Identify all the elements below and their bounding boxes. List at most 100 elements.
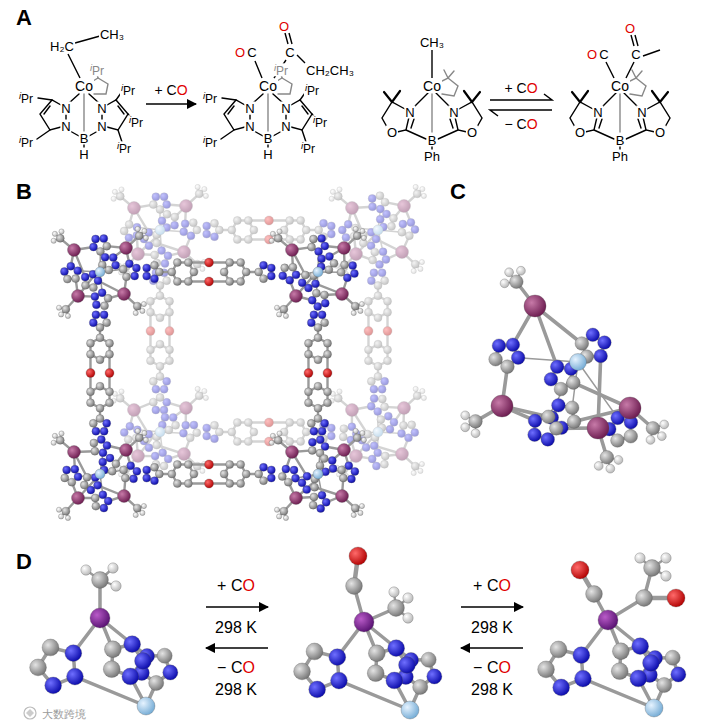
atom-ball xyxy=(321,242,329,250)
atom-ball xyxy=(126,422,134,430)
atom-ball xyxy=(345,462,353,470)
atom-ball xyxy=(135,434,143,442)
atom-ball xyxy=(195,184,200,189)
text-char: − xyxy=(473,659,482,676)
atom-ball xyxy=(203,222,211,230)
atom-ball xyxy=(184,480,192,488)
atom-ball xyxy=(56,234,64,242)
atom-ball xyxy=(403,593,413,603)
atom-ball xyxy=(349,547,367,565)
text-char: + xyxy=(504,80,512,96)
atom-ball xyxy=(166,357,174,365)
text-prefix: i xyxy=(19,134,21,145)
atom-ball xyxy=(56,507,61,512)
atom-ball xyxy=(384,308,392,316)
atom-ball xyxy=(384,346,392,354)
text-char: C xyxy=(487,659,499,676)
atom-ball xyxy=(340,425,348,433)
atom-ball xyxy=(308,438,316,446)
atom-ball xyxy=(501,360,515,374)
atom-ball xyxy=(143,437,148,442)
atom-ball xyxy=(62,507,70,515)
atom-ball xyxy=(528,414,542,428)
atom-ball xyxy=(368,203,376,211)
atom-label: C xyxy=(284,46,295,59)
atom-ball xyxy=(233,418,241,426)
atom-ball xyxy=(156,314,164,322)
atom-ball xyxy=(376,261,384,269)
atom-ball xyxy=(173,258,181,266)
atom-ball xyxy=(205,277,214,286)
atom-ball xyxy=(56,436,64,444)
atom-ball xyxy=(304,399,312,407)
atom-ball xyxy=(398,200,411,213)
atom-ball xyxy=(125,260,133,268)
substituent-label: iPr xyxy=(312,115,328,128)
atom-ball xyxy=(491,395,513,417)
atom-ball xyxy=(353,226,358,231)
atom-ball xyxy=(351,504,359,512)
atom-ball xyxy=(565,401,579,415)
atom-ball xyxy=(405,232,413,240)
atom-ball xyxy=(105,369,114,378)
text-char xyxy=(226,659,230,676)
atom-ball xyxy=(244,418,252,426)
atom-ball xyxy=(164,252,172,260)
atom-ball xyxy=(95,267,105,277)
text-rest: Pr xyxy=(205,92,217,106)
atom-ball xyxy=(370,385,378,393)
atom-ball xyxy=(550,641,567,658)
atom-ball xyxy=(505,268,514,277)
atom-ball xyxy=(190,268,198,276)
atom-ball xyxy=(419,259,424,264)
atom-ball xyxy=(318,234,326,242)
atom-ball xyxy=(67,668,84,685)
atom-ball xyxy=(274,305,279,310)
atom-ball xyxy=(119,187,124,192)
atom-ball xyxy=(338,444,351,457)
atom-ball xyxy=(179,429,187,437)
atom-ball xyxy=(598,336,612,350)
atom-ball xyxy=(100,427,108,435)
atom-ball xyxy=(96,382,104,390)
temperature-label: 298 K xyxy=(214,682,258,698)
atom-ball xyxy=(325,266,333,274)
atom-ball xyxy=(411,268,416,273)
atom-ball xyxy=(364,308,372,316)
atom-ball xyxy=(158,217,166,225)
atom-ball xyxy=(237,278,245,286)
atom-ball xyxy=(311,483,319,491)
atom-ball xyxy=(594,349,608,363)
atom-ball xyxy=(108,467,116,475)
atom-ball xyxy=(71,465,79,473)
atom-ball xyxy=(372,235,380,243)
atom-ball xyxy=(667,589,685,607)
atom-ball xyxy=(166,297,174,305)
atom-ball xyxy=(205,479,214,488)
atom-ball xyxy=(376,215,384,223)
atom-ball xyxy=(632,638,649,655)
atom-ball xyxy=(150,463,158,471)
atom-ball xyxy=(133,504,141,512)
atom-ball xyxy=(173,460,181,468)
atom-ball xyxy=(311,280,319,288)
atom-ball xyxy=(146,297,154,305)
atom-ball xyxy=(124,436,132,444)
atom-ball xyxy=(358,308,363,313)
atom-ball xyxy=(120,444,133,457)
atom-ball xyxy=(304,339,312,347)
atom-ball xyxy=(660,420,669,429)
atom-ball xyxy=(368,455,376,463)
atom-ball xyxy=(550,360,564,374)
atom-ball xyxy=(143,272,151,280)
atom-ball xyxy=(286,216,294,224)
atom-ball xyxy=(630,670,647,687)
atom-label: N xyxy=(60,120,71,133)
atom-ball xyxy=(190,421,198,429)
drawing-stroke xyxy=(431,50,432,78)
atom-ball xyxy=(92,572,109,589)
text-char xyxy=(513,80,517,96)
atom-ball xyxy=(228,428,236,436)
atom-ball xyxy=(277,312,282,317)
panel-letter: A xyxy=(15,7,33,29)
